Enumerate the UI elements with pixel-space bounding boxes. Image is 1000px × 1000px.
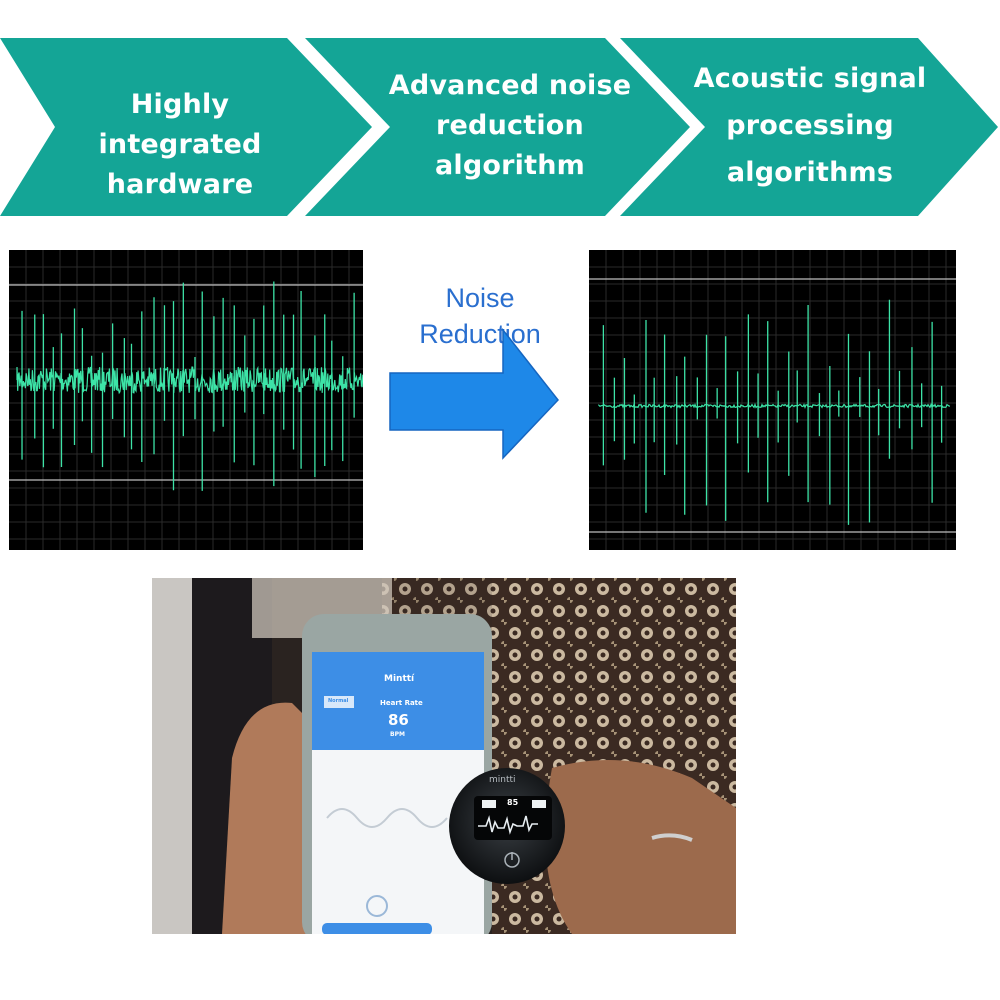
clean-waveform-panel [589,250,956,550]
right-arrow-icon [389,327,559,460]
noisy-waveform-panel [9,250,363,550]
step-1-label: Highly integrated hardware [98,89,262,200]
chevron-step-2 [305,38,690,216]
process-chevrons [0,38,998,216]
noise-reduction-label: Noise Reduction [419,283,541,349]
tab-normal: Normal [328,698,349,704]
noisy-waveform [9,250,363,550]
clean-waveform [589,250,956,550]
step-2-label: Advanced noise reduction algorithm [388,70,632,181]
heart-rate-value: 86 [388,711,409,729]
device-photo: Minttí Heart Rate 86 BPM Normal mintti 8… [152,578,736,934]
heart-rate-label: Heart Rate [380,699,423,707]
chevron-step-3 [620,38,998,216]
chevron-step-1 [0,38,372,216]
app-title: Minttí [384,674,415,684]
device-screen-value: 85 [507,798,519,807]
device-brand: mintti [489,775,516,785]
heart-rate-unit: BPM [390,731,405,738]
step-3-label: Acoustic signal processing algorithms [693,63,927,188]
